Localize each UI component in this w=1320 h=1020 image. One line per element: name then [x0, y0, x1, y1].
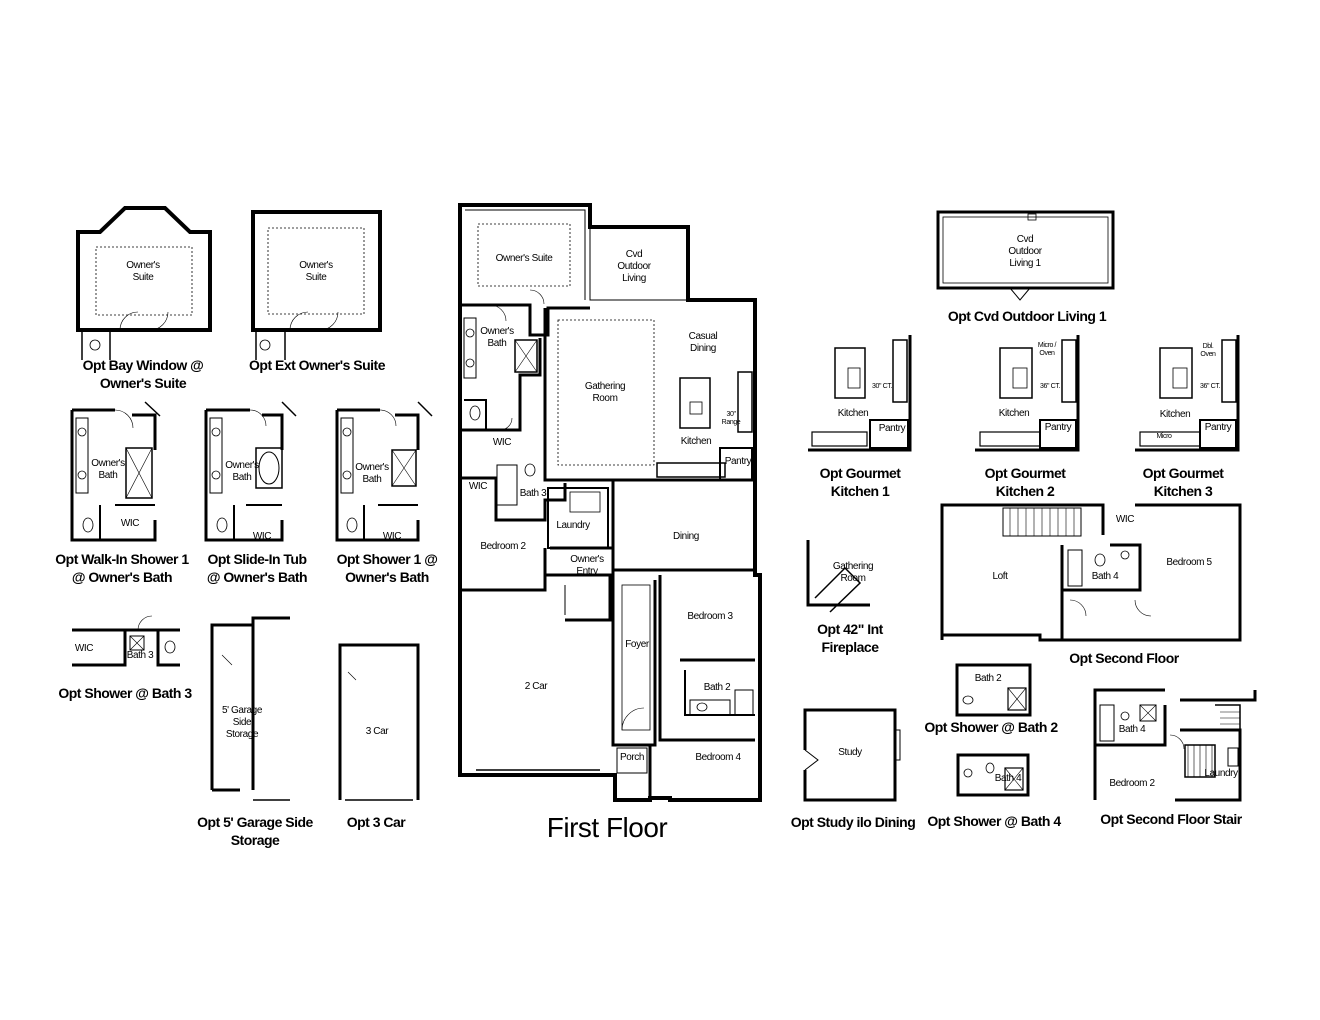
fireplace-room: Gathering Room	[832, 561, 874, 584]
room-pantry: Pantry	[724, 456, 752, 467]
opt-ext-owners-suite-plan	[251, 210, 382, 360]
caption-bay-window: Opt Bay Window @ Owner's Suite	[82, 357, 204, 391]
opt-three-car-plan	[338, 643, 420, 801]
room-foyer: Foyer	[625, 639, 649, 650]
room-bedroom2: Bedroom 2	[480, 541, 526, 552]
caption-shower-bath2: Opt Shower @ Bath 2	[924, 719, 1058, 735]
caption-garage-storage: Opt 5' Garage Side Storage	[197, 814, 313, 848]
caption-cvd-outdoor-living1: Opt Cvd Outdoor Living 1	[947, 308, 1107, 324]
gourmet2-pantry: Pantry	[1044, 422, 1072, 433]
room-wic-bed2: WIC	[468, 481, 488, 492]
caption-shower-bath3: Opt Shower @ Bath 3	[58, 685, 192, 701]
garage-storage-room: 5' Garage Side Storage	[221, 705, 262, 740]
stair-bedroom2: Bedroom 2	[1109, 778, 1155, 789]
slide-in-tub-room: Owner's Bath	[225, 460, 259, 483]
opt-study-plan	[803, 708, 901, 802]
room-laundry: Laundry	[556, 520, 590, 531]
caption-ext-owners-suite: Opt Ext Owner's Suite	[249, 357, 385, 373]
room-bath2: Bath 2	[703, 682, 731, 693]
opt-garage-storage-plan	[210, 616, 290, 801]
opt-cvd-outdoor-living1-plan	[936, 210, 1115, 301]
gourmet3-oven: Dbl. Oven	[1200, 343, 1216, 358]
caption-walk-in-shower: Opt Walk-In Shower 1 @ Owner's Bath	[55, 551, 189, 585]
opt-second-floor-plan	[940, 503, 1242, 642]
caption-three-car: Opt 3 Car	[346, 814, 406, 830]
three-car-room: 3 Car	[365, 726, 389, 737]
gourmet2-micro: Micro / Oven	[1037, 342, 1057, 357]
room-bedroom3: Bedroom 3	[687, 611, 733, 622]
caption-fireplace: Opt 42" Int Fireplace	[817, 621, 883, 655]
caption-slide-in-tub: Opt Slide-In Tub @ Owner's Bath	[206, 551, 308, 585]
opt-shower-bath3-plan	[72, 615, 180, 667]
opt-slide-in-tub-plan	[204, 401, 297, 542]
caption-gourmet3: Opt Gourmet Kitchen 3	[1142, 465, 1224, 499]
opt-gourmet-kitchens-plan	[808, 335, 1240, 452]
first-floor-plan	[458, 203, 762, 802]
study-room: Study	[838, 747, 862, 758]
walk-in-shower-wic: WIC	[120, 518, 140, 529]
room-gathering-room: Gathering Room	[584, 381, 626, 404]
opt-second-floor-stair-plan	[1093, 688, 1257, 802]
room-range: 30" Range	[721, 411, 741, 426]
gourmet3-kitchen: Kitchen	[1159, 409, 1191, 420]
opt-bay-window-plan	[76, 206, 212, 360]
caption-gourmet2: Opt Gourmet Kitchen 2	[984, 465, 1066, 499]
second-floor-bath4: Bath 4	[1091, 571, 1119, 582]
room-bedroom4: Bedroom 4	[695, 752, 741, 763]
room-owners-bath: Owner's Bath	[480, 326, 514, 349]
gourmet1-ct: 30" CT.	[872, 383, 892, 390]
cvd-outdoor-living1-room: Cvd Outdoor Living 1	[1008, 234, 1042, 269]
gourmet2-kitchen: Kitchen	[998, 408, 1030, 419]
gourmet3-ct: 36" CT.	[1200, 383, 1220, 390]
room-garage: 2 Car	[524, 681, 548, 692]
caption-second-floor: Opt Second Floor	[1069, 650, 1179, 666]
walk-in-shower-room: Owner's Bath	[91, 458, 125, 481]
room-bath3: Bath 3	[519, 488, 547, 499]
caption-shower1: Opt Shower 1 @ Owner's Bath	[336, 551, 438, 585]
bay-window-room: Owner's Suite	[126, 260, 160, 283]
caption-study: Opt Study ilo Dining	[790, 814, 916, 830]
gourmet1-kitchen: Kitchen	[837, 408, 869, 419]
room-kitchen: Kitchen	[680, 436, 712, 447]
second-floor-wic: WIC	[1115, 514, 1135, 525]
ext-suite-room: Owner's Suite	[299, 260, 333, 283]
opt-walk-in-shower-plan	[70, 401, 161, 542]
second-floor-bedroom5: Bedroom 5	[1166, 557, 1212, 568]
gourmet3-pantry: Pantry	[1204, 422, 1232, 433]
room-wic-owner: WIC	[492, 437, 512, 448]
first-floor-title: First Floor	[546, 812, 668, 843]
gourmet2-ct: 36" CT.	[1040, 383, 1060, 390]
opt-shower-bath2-plan	[955, 663, 1032, 717]
opt-fireplace-plan	[806, 540, 870, 613]
shower-bath4-room: Bath 4	[994, 773, 1022, 784]
slide-in-tub-wic: WIC	[252, 531, 272, 542]
opt-shower1-plan	[335, 401, 433, 542]
shower-bath2-room: Bath 2	[974, 673, 1002, 684]
gourmet1-pantry: Pantry	[878, 423, 906, 434]
room-porch: Porch	[619, 752, 645, 763]
shower1-wic: WIC	[382, 531, 402, 542]
room-casual-dining: Casual Dining	[688, 331, 718, 354]
room-cvd-outdoor-living: Cvd Outdoor Living	[617, 249, 651, 284]
shower-bath3-wic: WIC	[74, 643, 94, 654]
second-floor-loft: Loft	[992, 571, 1008, 582]
caption-shower-bath4: Opt Shower @ Bath 4	[927, 813, 1061, 829]
room-owners-entry: Owner's Entry	[570, 554, 604, 577]
shower-bath3-bath: Bath 3	[126, 650, 154, 661]
caption-second-floor-stair: Opt Second Floor Stair	[1100, 811, 1242, 827]
opt-shower-bath4-plan	[956, 753, 1030, 797]
shower1-room: Owner's Bath	[355, 462, 389, 485]
gourmet3-micro: Micro	[1156, 433, 1172, 440]
caption-gourmet1: Opt Gourmet Kitchen 1	[819, 465, 901, 499]
stair-laundry: Laundry	[1204, 768, 1238, 779]
room-dining: Dining	[673, 531, 699, 542]
room-owners-suite: Owner's Suite	[495, 253, 553, 264]
stair-bath4: Bath 4	[1118, 724, 1146, 735]
